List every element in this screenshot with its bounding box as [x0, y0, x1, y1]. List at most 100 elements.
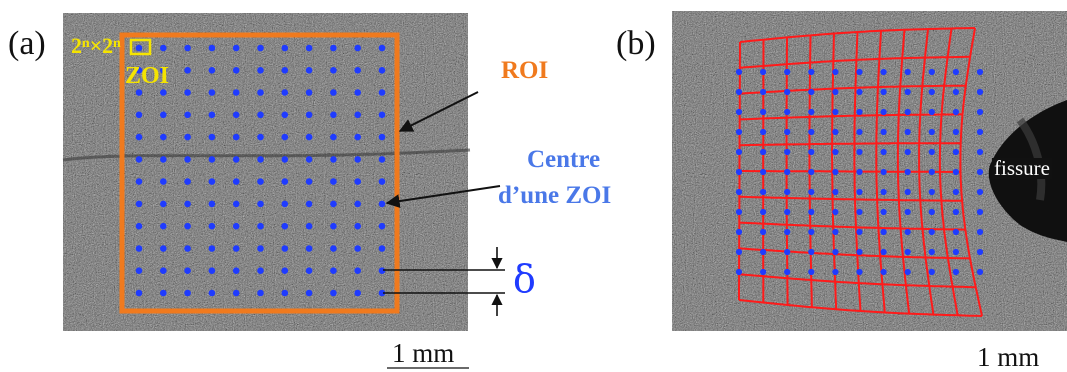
zoi-centre-point: [976, 128, 984, 136]
roi-rectangle: [119, 32, 400, 314]
zoi-centre-point: [232, 156, 240, 163]
mesh-column-line: [875, 30, 886, 313]
zoi-centre-point: [976, 68, 984, 76]
zoi-centre-point: [208, 156, 216, 163]
zoi-centre-point: [856, 208, 863, 216]
zoi-centre-point: [760, 228, 767, 236]
zoi-centre-point: [135, 133, 143, 141]
zoi-centre-point: [856, 168, 863, 176]
zoi-centre-point: [354, 245, 362, 252]
zoi-centre-point: [208, 267, 216, 275]
zoi-centre-point: [232, 222, 240, 230]
zoi-centre-point: [232, 44, 240, 52]
zoi-centre-point: [305, 67, 313, 74]
zoi-centre-point: [378, 156, 386, 163]
zoi-centre-point: [160, 111, 167, 119]
zoi-centre-point: [232, 67, 240, 74]
zoi-centre-point: [160, 267, 167, 275]
zoi-centre-point: [354, 267, 362, 275]
zoi-centre-point: [378, 222, 386, 230]
zoi-centre-point: [232, 89, 240, 96]
zoi-centre-point: [880, 208, 887, 216]
zoi-centre-point: [184, 133, 191, 141]
mesh-column-line: [959, 27, 983, 317]
zoi-centre-point: [735, 108, 743, 116]
zoi-centre-point: [856, 228, 863, 236]
zoi-centre-point: [208, 67, 216, 74]
zoi-centre-point: [880, 268, 887, 276]
zoi-centre-point: [808, 68, 815, 76]
zoi-centre-point: [976, 228, 984, 236]
zoi-centre-point: [160, 156, 167, 163]
zoi-centre-point: [208, 133, 216, 141]
zoi-centre-point: [832, 248, 839, 256]
delta-symbol: δ: [513, 257, 536, 301]
zoi-centre-point: [952, 168, 960, 176]
zoi-centre-point: [281, 289, 289, 297]
zoi-centre-point: [832, 108, 839, 116]
zoi-centre-point: [184, 178, 191, 185]
zoi-centre-point: [208, 222, 216, 230]
scale-label-a: 1 mm: [392, 338, 455, 368]
zoi-centre-point: [735, 228, 743, 236]
zoi-centre-point: [832, 168, 839, 176]
zoi-centre-point: [784, 248, 791, 256]
measurement-grid-a: [135, 44, 386, 297]
zoi-centre-point: [354, 89, 362, 96]
zoi-centre-point: [305, 222, 313, 230]
zoi-centre-point: [208, 245, 216, 252]
zoi-centre-point: [160, 44, 167, 52]
mesh-column-line: [896, 29, 911, 314]
zoi-centre-point: [160, 245, 167, 252]
centre-label-line1: Centre: [526, 146, 601, 173]
zoi-centre-point: [184, 89, 191, 96]
zoi-centre-point: [832, 148, 839, 156]
zoi-centre-point: [208, 289, 216, 297]
zoi-centre-point: [735, 88, 743, 96]
zoi-centre-point: [160, 67, 167, 74]
crack-label: fissure: [992, 156, 1052, 180]
zoi-centre-point: [208, 111, 216, 119]
zoi-centre-point: [378, 267, 386, 275]
zoi-centre-point: [305, 289, 313, 297]
zoi-centre-point: [257, 289, 264, 297]
zoi-centre-point: [952, 208, 960, 216]
zoi-centre-point: [330, 89, 337, 96]
zoi-centre-point: [281, 267, 289, 275]
zoi-centre-point: [378, 178, 386, 185]
zoi-centre-point: [928, 208, 935, 216]
zoi-centre-point: [784, 108, 791, 116]
zoi-centre-point: [952, 228, 960, 236]
zoi-centre-point: [160, 89, 167, 96]
zoi-centre-point: [784, 128, 791, 136]
zoi-centre-point: [281, 133, 289, 141]
zoi-centre-point: [976, 248, 984, 256]
panel-b-label: (b): [616, 25, 656, 62]
zoi-centre-point: [257, 245, 264, 252]
zoi-centre-point: [354, 222, 362, 230]
zoi-centre-point: [928, 188, 935, 196]
delta-spacing-indicator: [383, 247, 505, 316]
zoi-centre-point: [808, 228, 815, 236]
zoi-centre-point: [135, 267, 143, 275]
zoi-centre-point: [976, 108, 984, 116]
zoi-centre-point: [976, 148, 984, 156]
zoi-centre-point: [808, 208, 815, 216]
zoi-centre-point: [976, 268, 984, 276]
zoi-centre-point: [378, 89, 386, 96]
zoi-centre-point: [378, 289, 386, 297]
zoi-centre-point: [904, 268, 911, 276]
zoi-centre-point: [880, 88, 887, 96]
zoi-centre-point: [184, 156, 191, 163]
zoi-centre-point: [904, 228, 911, 236]
zoi-centre-point: [354, 200, 362, 208]
zoi-centre-point: [760, 108, 767, 116]
zoi-centre-point: [135, 44, 143, 52]
zoi-centre-point: [281, 245, 289, 252]
zoi-centre-point: [760, 128, 767, 136]
zoi-centre-point: [832, 268, 839, 276]
zoi-centre-point: [784, 208, 791, 216]
zoi-centre-point: [735, 208, 743, 216]
mesh-column-line: [938, 28, 959, 316]
zoi-centre-point: [760, 268, 767, 276]
